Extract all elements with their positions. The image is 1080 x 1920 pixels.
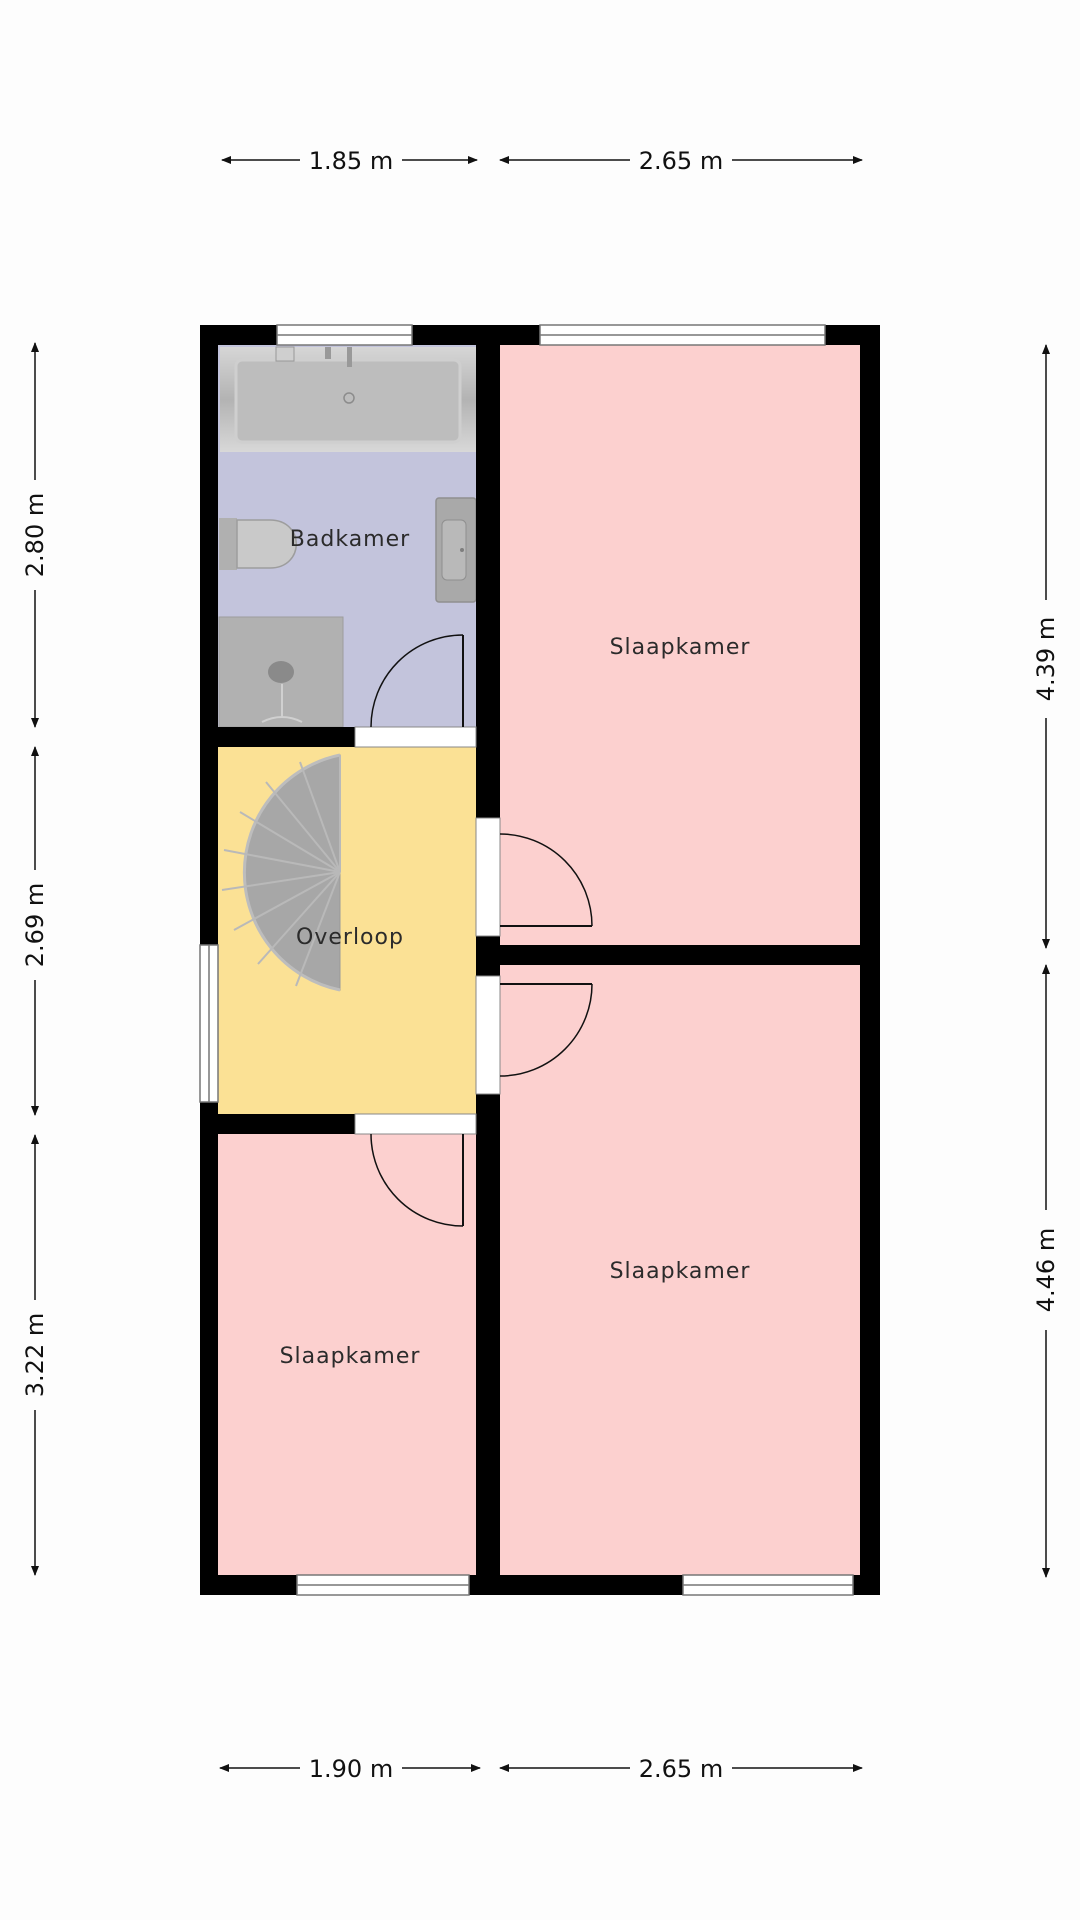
dimension-label-left-top: 2.80 m bbox=[21, 493, 49, 577]
dimension-bottom-left: 1.90 m bbox=[219, 1755, 481, 1783]
dimension-label-left-middle: 2.69 m bbox=[21, 883, 49, 967]
dimension-top-left: 1.85 m bbox=[221, 147, 478, 175]
room-bedroom-large-bottom-floor bbox=[500, 965, 860, 1575]
dimension-label-bottom-right: 2.65 m bbox=[639, 1755, 723, 1783]
room-label-bathroom: Badkamer bbox=[290, 527, 410, 552]
window-bedroom-small bbox=[296, 1574, 470, 1596]
room-label-bedroom-large-bottom: Slaapkamer bbox=[610, 1259, 751, 1284]
room-label-bedroom-large-top: Slaapkamer bbox=[610, 635, 751, 660]
doors bbox=[354, 634, 593, 1227]
dimension-top-right: 2.65 m bbox=[499, 147, 863, 175]
window-landing bbox=[199, 944, 219, 1103]
dimension-label-right-top: 4.39 m bbox=[1032, 617, 1060, 701]
dimension-left-bottom: 3.22 m bbox=[21, 1134, 49, 1576]
window-bedroom-bottom bbox=[682, 1574, 854, 1596]
dimension-left-middle: 2.69 m bbox=[21, 746, 49, 1116]
sink-icon bbox=[435, 497, 477, 603]
windows bbox=[199, 324, 854, 1596]
window-bathroom bbox=[276, 324, 413, 346]
dimension-label-bottom-left: 1.90 m bbox=[309, 1755, 393, 1783]
room-label-bedroom-small: Slaapkamer bbox=[280, 1344, 421, 1369]
door-bedroom-small bbox=[354, 1113, 477, 1227]
toilet-icon bbox=[219, 518, 297, 570]
spiral-staircase-icon bbox=[221, 753, 341, 992]
dimension-label-left-bottom: 3.22 m bbox=[21, 1313, 49, 1397]
dimension-label-top-right: 2.65 m bbox=[639, 147, 723, 175]
dimension-left-top: 2.80 m bbox=[21, 342, 49, 728]
dimension-bottom-right: 2.65 m bbox=[499, 1755, 863, 1783]
door-bedroom-top bbox=[475, 817, 593, 937]
dimension-right-bottom: 4.46 m bbox=[1032, 964, 1060, 1578]
room-label-landing: Overloop bbox=[296, 925, 404, 950]
room-bedroom-large-top-floor bbox=[500, 345, 860, 945]
dimension-right-top: 4.39 m bbox=[1032, 344, 1060, 949]
door-bedroom-bottom bbox=[475, 975, 593, 1095]
dimension-label-right-bottom: 4.46 m bbox=[1032, 1228, 1060, 1312]
shower-icon bbox=[218, 616, 344, 728]
window-bedroom-top bbox=[539, 324, 826, 346]
bathtub-icon bbox=[220, 346, 476, 452]
room-bedroom-small-floor bbox=[218, 1134, 476, 1575]
dimension-label-top-left: 1.85 m bbox=[309, 147, 393, 175]
door-bathroom bbox=[354, 634, 477, 748]
